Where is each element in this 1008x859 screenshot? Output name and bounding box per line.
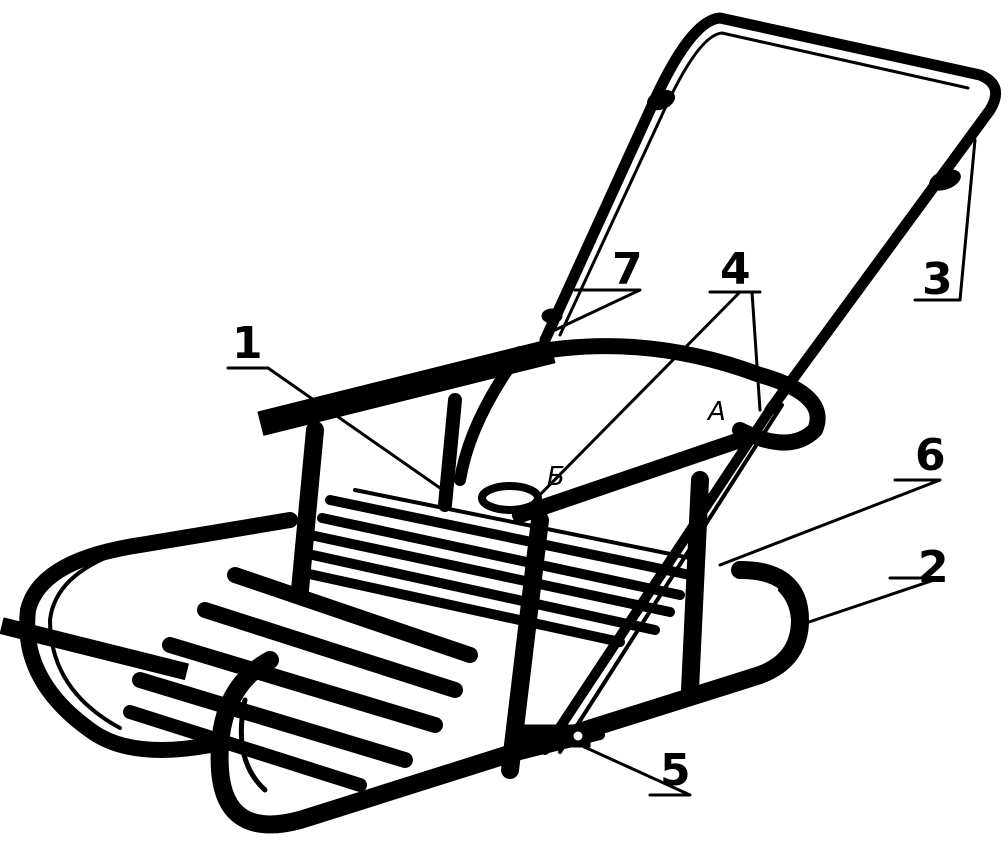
leader-lines bbox=[226, 138, 977, 797]
callout-2: 2 bbox=[918, 542, 949, 593]
callout-6: 6 bbox=[915, 430, 946, 481]
handle-clamp bbox=[541, 308, 563, 324]
point-a: A bbox=[706, 397, 726, 427]
handle-grip-upper bbox=[646, 89, 676, 111]
push-handle bbox=[519, 12, 1002, 755]
foot-slats bbox=[123, 567, 478, 792]
backrest bbox=[257, 338, 826, 523]
pivot-bolt bbox=[570, 728, 586, 744]
callout-3: 3 bbox=[922, 254, 953, 305]
point-b: Б bbox=[547, 462, 565, 492]
left-runner-crossbar bbox=[0, 617, 189, 680]
left-runner bbox=[0, 512, 298, 758]
callout-4: 4 bbox=[720, 244, 751, 295]
seat-slats bbox=[295, 482, 702, 647]
callout-5: 5 bbox=[660, 745, 691, 796]
callout-7: 7 bbox=[612, 244, 643, 295]
handle-grip-right bbox=[929, 169, 961, 191]
callout-1: 1 bbox=[232, 318, 263, 369]
handle-pivot bbox=[519, 724, 591, 748]
top-front-rail bbox=[257, 338, 556, 436]
